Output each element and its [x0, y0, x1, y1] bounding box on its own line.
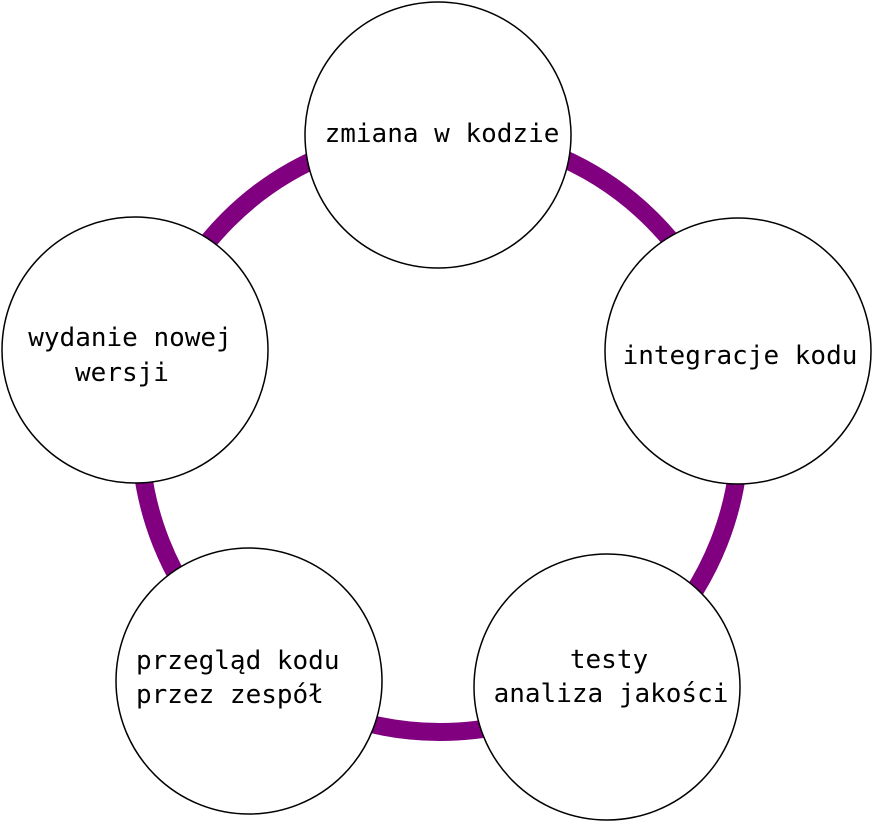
node-tests-circle: [473, 553, 741, 821]
node-release: wydanie nowej wersji: [1, 216, 269, 484]
node-code-review-label-line2: przez zespół: [136, 680, 324, 710]
node-tests: testy analiza jakości: [473, 553, 741, 821]
node-code-integration: integracje kodu: [604, 217, 872, 485]
node-release-circle: [1, 216, 269, 484]
node-code-change-label: zmiana w kodzie: [325, 119, 560, 149]
node-code-change-circle: [304, 1, 572, 269]
node-code-review-label-line1: przegląd kodu: [136, 646, 340, 676]
node-code-integration-circle: [604, 217, 872, 485]
node-release-label-line2: wersji: [75, 358, 169, 388]
node-tests-label-line2: analiza jakości: [494, 679, 729, 709]
node-code-review: przegląd kodu przez zespół: [115, 547, 383, 815]
node-code-change: zmiana w kodzie: [304, 1, 572, 269]
node-release-label-line1: wydanie nowej: [28, 323, 232, 353]
node-code-integration-label: integracje kodu: [623, 341, 858, 371]
node-tests-label-line1: testy: [570, 645, 648, 675]
node-code-review-circle: [115, 547, 383, 815]
